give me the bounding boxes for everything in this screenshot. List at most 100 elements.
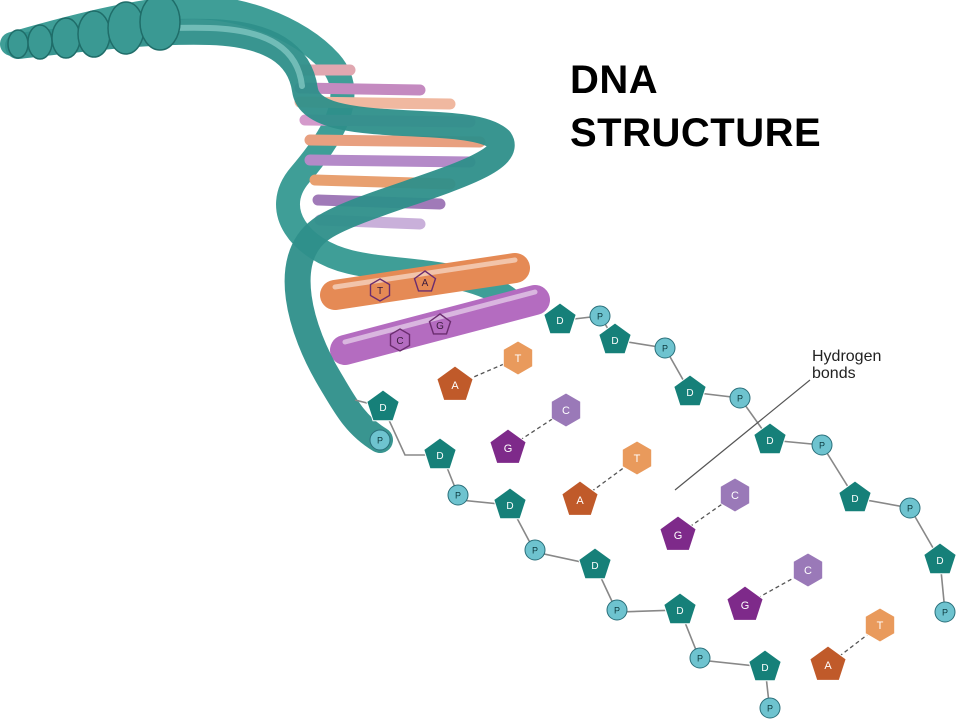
deoxyribose-letter: D <box>611 336 618 347</box>
phosphate-letter: P <box>662 344 668 354</box>
cytosine-letter: C <box>804 565 812 577</box>
double-helix: T A C G <box>0 0 550 453</box>
phosphate-letter: P <box>614 606 620 616</box>
hydrogen-bonds-label: Hydrogen bonds <box>812 348 881 382</box>
adenine-base <box>436 365 474 401</box>
phosphate-letter: P <box>532 546 538 556</box>
deoxyribose-letter: D <box>936 556 943 567</box>
helix-coil <box>139 0 181 51</box>
phosphate-letter: P <box>377 436 383 446</box>
phosphate-group <box>811 434 833 456</box>
helix-base-rod <box>304 134 486 148</box>
phosphate-letter: P <box>737 394 743 404</box>
title-line-2: STRUCTURE <box>570 111 822 155</box>
cytosine-ring <box>389 328 411 352</box>
adenine-letter: A <box>451 380 459 392</box>
deoxyribose-sugar <box>598 322 632 355</box>
thymine-base <box>502 340 534 376</box>
deoxyribose-letter: D <box>766 436 773 447</box>
phosphate-letter: P <box>767 704 773 714</box>
phosphate-group <box>369 429 391 451</box>
deoxyribose-sugar <box>663 592 697 625</box>
deoxyribose-sugar <box>753 422 787 455</box>
guanine-letter: G <box>674 530 683 542</box>
deoxyribose-sugar <box>838 480 872 513</box>
deoxyribose-sugar <box>423 437 457 470</box>
slide-title: DNA STRUCTURE <box>570 54 930 160</box>
phosphate-letter: P <box>697 654 703 664</box>
deoxyribose-sugar <box>366 389 400 422</box>
phosphate-group <box>654 337 676 359</box>
thymine-letter: T <box>377 286 383 297</box>
phosphate-group <box>589 305 611 327</box>
phosphate-group <box>606 599 628 621</box>
adenine-base <box>561 480 599 516</box>
guanine-letter: G <box>741 600 750 612</box>
helix-coil <box>7 29 29 59</box>
deoxyribose-letter: D <box>556 316 563 327</box>
deoxyribose-letter: D <box>436 451 443 462</box>
phosphate-group <box>524 539 546 561</box>
helix-coil <box>77 10 111 58</box>
cytosine-letter: C <box>562 405 570 417</box>
deoxyribose-letter: D <box>506 501 513 512</box>
left-backbone <box>354 399 771 713</box>
phosphate-group <box>899 497 921 519</box>
helix-base-rod <box>320 253 530 310</box>
hydrogen-bonds-label-line-1: Hydrogen <box>812 348 882 365</box>
deoxyribose-letter: D <box>761 663 768 674</box>
guanine-base <box>726 585 764 621</box>
helix-base-rod <box>304 154 476 168</box>
helix-front-strand <box>5 18 515 453</box>
thymine-ring <box>369 278 391 302</box>
phosphate-letter: P <box>819 441 825 451</box>
deoxyribose-letter: D <box>851 494 858 505</box>
cytosine-base <box>792 552 824 588</box>
deoxyribose-sugar <box>578 547 612 580</box>
callout-leader-line <box>674 379 811 491</box>
adenine-letter: A <box>824 660 832 672</box>
phosphate-letter: P <box>597 312 603 322</box>
thymine-letter: T <box>634 453 641 465</box>
title-line-1: DNA <box>570 58 659 102</box>
deoxyribose-sugar <box>673 374 707 407</box>
deoxyribose-sugar <box>493 487 527 520</box>
helix-base-rod-highlight <box>342 289 538 345</box>
helix-base-rod <box>330 285 550 365</box>
helix-coils <box>7 0 181 60</box>
thymine-letter: T <box>877 620 884 632</box>
phosphate-group <box>934 601 956 623</box>
phosphate-group <box>447 484 469 506</box>
adenine-base <box>809 645 847 681</box>
guanine-base <box>489 428 527 464</box>
helix-base-rod <box>294 82 426 96</box>
deoxyribose-letter: D <box>676 606 683 617</box>
thymine-letter: T <box>515 353 522 365</box>
deoxyribose-sugar <box>748 649 782 682</box>
cytosine-letter: C <box>731 490 739 502</box>
phosphate-group <box>759 697 781 719</box>
deoxyribose-letter: D <box>686 388 693 399</box>
helix-coil <box>51 17 81 59</box>
adenine-letter: A <box>422 278 429 289</box>
helix-coil <box>107 1 145 55</box>
guanine-letter: G <box>436 321 444 332</box>
deoxyribose-sugar <box>543 302 577 335</box>
helix-coil <box>27 24 53 60</box>
cytosine-base <box>719 477 751 513</box>
cytosine-letter: C <box>396 336 403 347</box>
deoxyribose-letter: D <box>379 403 386 414</box>
guanine-ring <box>428 313 452 335</box>
phosphate-group <box>729 387 751 409</box>
adenine-ring <box>413 270 437 292</box>
thymine-base <box>864 607 896 643</box>
adenine-letter: A <box>576 495 584 507</box>
hydrogen-bonds-label-line-2: bonds <box>812 365 856 382</box>
phosphate-letter: P <box>942 608 948 618</box>
deoxyribose-letter: D <box>591 561 598 572</box>
phosphate-group <box>689 647 711 669</box>
